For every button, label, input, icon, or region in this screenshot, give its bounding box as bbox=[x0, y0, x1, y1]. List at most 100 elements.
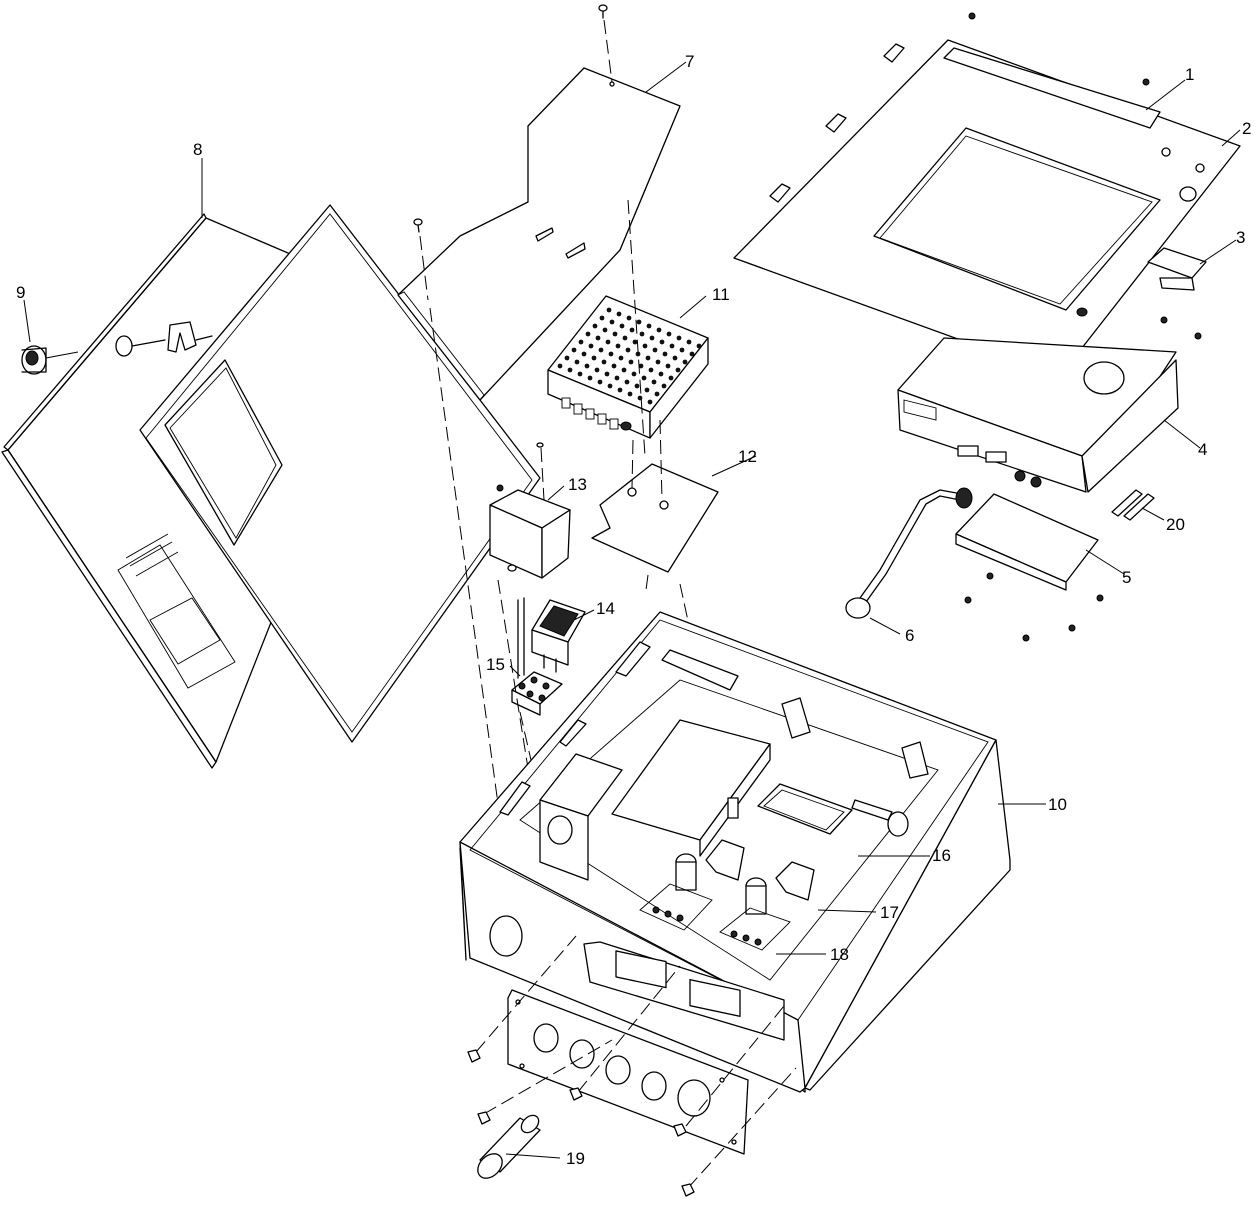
callout-18: 18 bbox=[830, 945, 849, 964]
vent-hole bbox=[661, 383, 667, 389]
callout-3: 3 bbox=[1236, 228, 1245, 247]
vent-hole bbox=[625, 347, 631, 353]
vent-hole bbox=[597, 379, 603, 385]
vent-hole bbox=[614, 375, 620, 381]
leader-lines bbox=[23, 61, 1241, 1159]
vent-hole bbox=[696, 343, 702, 349]
vent-hole bbox=[637, 395, 643, 401]
vent-hole bbox=[639, 331, 645, 337]
vent-hole bbox=[606, 307, 612, 313]
vent-hole bbox=[605, 339, 611, 345]
vent-hole bbox=[612, 331, 618, 337]
vent-hole bbox=[587, 375, 593, 381]
vent-hole bbox=[618, 355, 624, 361]
callout-4: 4 bbox=[1198, 440, 1207, 459]
vent-hole bbox=[628, 359, 634, 365]
vent-hole bbox=[679, 347, 685, 353]
vent-hole bbox=[599, 315, 605, 321]
part-screws bbox=[467, 1049, 695, 1197]
vent-hole bbox=[654, 391, 660, 397]
vent-hole bbox=[647, 399, 653, 405]
callout-1: 1 bbox=[1185, 65, 1194, 84]
vent-hole bbox=[658, 371, 664, 377]
part-cable-probe bbox=[845, 487, 973, 619]
part-pcb-components bbox=[639, 797, 909, 951]
vent-hole bbox=[616, 311, 622, 317]
part-mounting-plate bbox=[591, 419, 719, 591]
part-fuses bbox=[1111, 489, 1155, 521]
callout-11: 11 bbox=[712, 285, 730, 304]
vent-hole bbox=[611, 363, 617, 369]
callout-7: 7 bbox=[685, 52, 694, 71]
vent-hole bbox=[617, 387, 623, 393]
callout-2: 2 bbox=[1242, 119, 1251, 138]
vent-hole bbox=[632, 339, 638, 345]
part-screw-top bbox=[413, 4, 613, 301]
vent-hole bbox=[604, 371, 610, 377]
vent-hole bbox=[666, 331, 672, 337]
vent-hole bbox=[629, 327, 635, 333]
vent-hole bbox=[601, 359, 607, 365]
vent-hole bbox=[649, 335, 655, 341]
callout-16: 16 bbox=[932, 846, 951, 865]
vent-hole bbox=[655, 359, 661, 365]
vent-hole bbox=[648, 367, 654, 373]
vent-hole bbox=[662, 351, 668, 357]
vent-hole bbox=[689, 351, 695, 357]
vent-hole bbox=[578, 339, 584, 345]
part-controller bbox=[897, 337, 1179, 493]
vent-hole bbox=[595, 335, 601, 341]
vent-hole bbox=[626, 315, 632, 321]
vent-hole bbox=[652, 347, 658, 353]
vent-hole bbox=[686, 339, 692, 345]
vent-hole bbox=[676, 335, 682, 341]
vent-hole bbox=[642, 343, 648, 349]
vent-hole bbox=[574, 359, 580, 365]
part-top-plate bbox=[733, 12, 1241, 377]
part-cover-box bbox=[955, 493, 1104, 642]
part-door-lock bbox=[115, 321, 213, 357]
vent-hole bbox=[598, 347, 604, 353]
vent-hole bbox=[627, 391, 633, 397]
vent-hole bbox=[608, 351, 614, 357]
vent-hole bbox=[645, 355, 651, 361]
vent-hole bbox=[594, 367, 600, 373]
vent-hole bbox=[609, 319, 615, 325]
vent-hole bbox=[682, 359, 688, 365]
vent-hole bbox=[668, 375, 674, 381]
vent-hole bbox=[634, 383, 640, 389]
part-connector bbox=[1147, 247, 1207, 340]
callout-labels: 1 2 3 4 5 6 7 8 9 10 11 12 13 14 15 16 1… bbox=[16, 52, 1251, 1168]
callout-12: 12 bbox=[738, 447, 757, 466]
vent-hole bbox=[659, 339, 665, 345]
callout-20: 20 bbox=[1166, 515, 1185, 534]
vent-hole bbox=[615, 343, 621, 349]
vent-hole bbox=[631, 371, 637, 377]
vent-hole bbox=[675, 367, 681, 373]
part-enclosure bbox=[459, 611, 1011, 1093]
callout-14: 14 bbox=[596, 599, 615, 618]
part-rocker-switch bbox=[531, 599, 586, 673]
part-gland-plate bbox=[475, 935, 797, 1189]
callout-10: 10 bbox=[1048, 795, 1067, 814]
vent-hole bbox=[584, 363, 590, 369]
vent-hole bbox=[581, 351, 587, 357]
part-transformer bbox=[489, 442, 571, 579]
callout-19: 19 bbox=[566, 1149, 585, 1168]
vent-hole bbox=[636, 319, 642, 325]
vent-hole bbox=[577, 371, 583, 377]
vent-hole bbox=[669, 343, 675, 349]
vent-hole bbox=[619, 323, 625, 329]
callout-13: 13 bbox=[568, 475, 587, 494]
vent-hole bbox=[622, 335, 628, 341]
vent-hole bbox=[571, 347, 577, 353]
part-power-supply bbox=[547, 295, 709, 439]
callout-6: 6 bbox=[905, 626, 914, 645]
vent-hole bbox=[585, 331, 591, 337]
vent-hole bbox=[591, 355, 597, 361]
vent-hole bbox=[564, 355, 570, 361]
vent-hole bbox=[592, 323, 598, 329]
vent-hole bbox=[641, 375, 647, 381]
